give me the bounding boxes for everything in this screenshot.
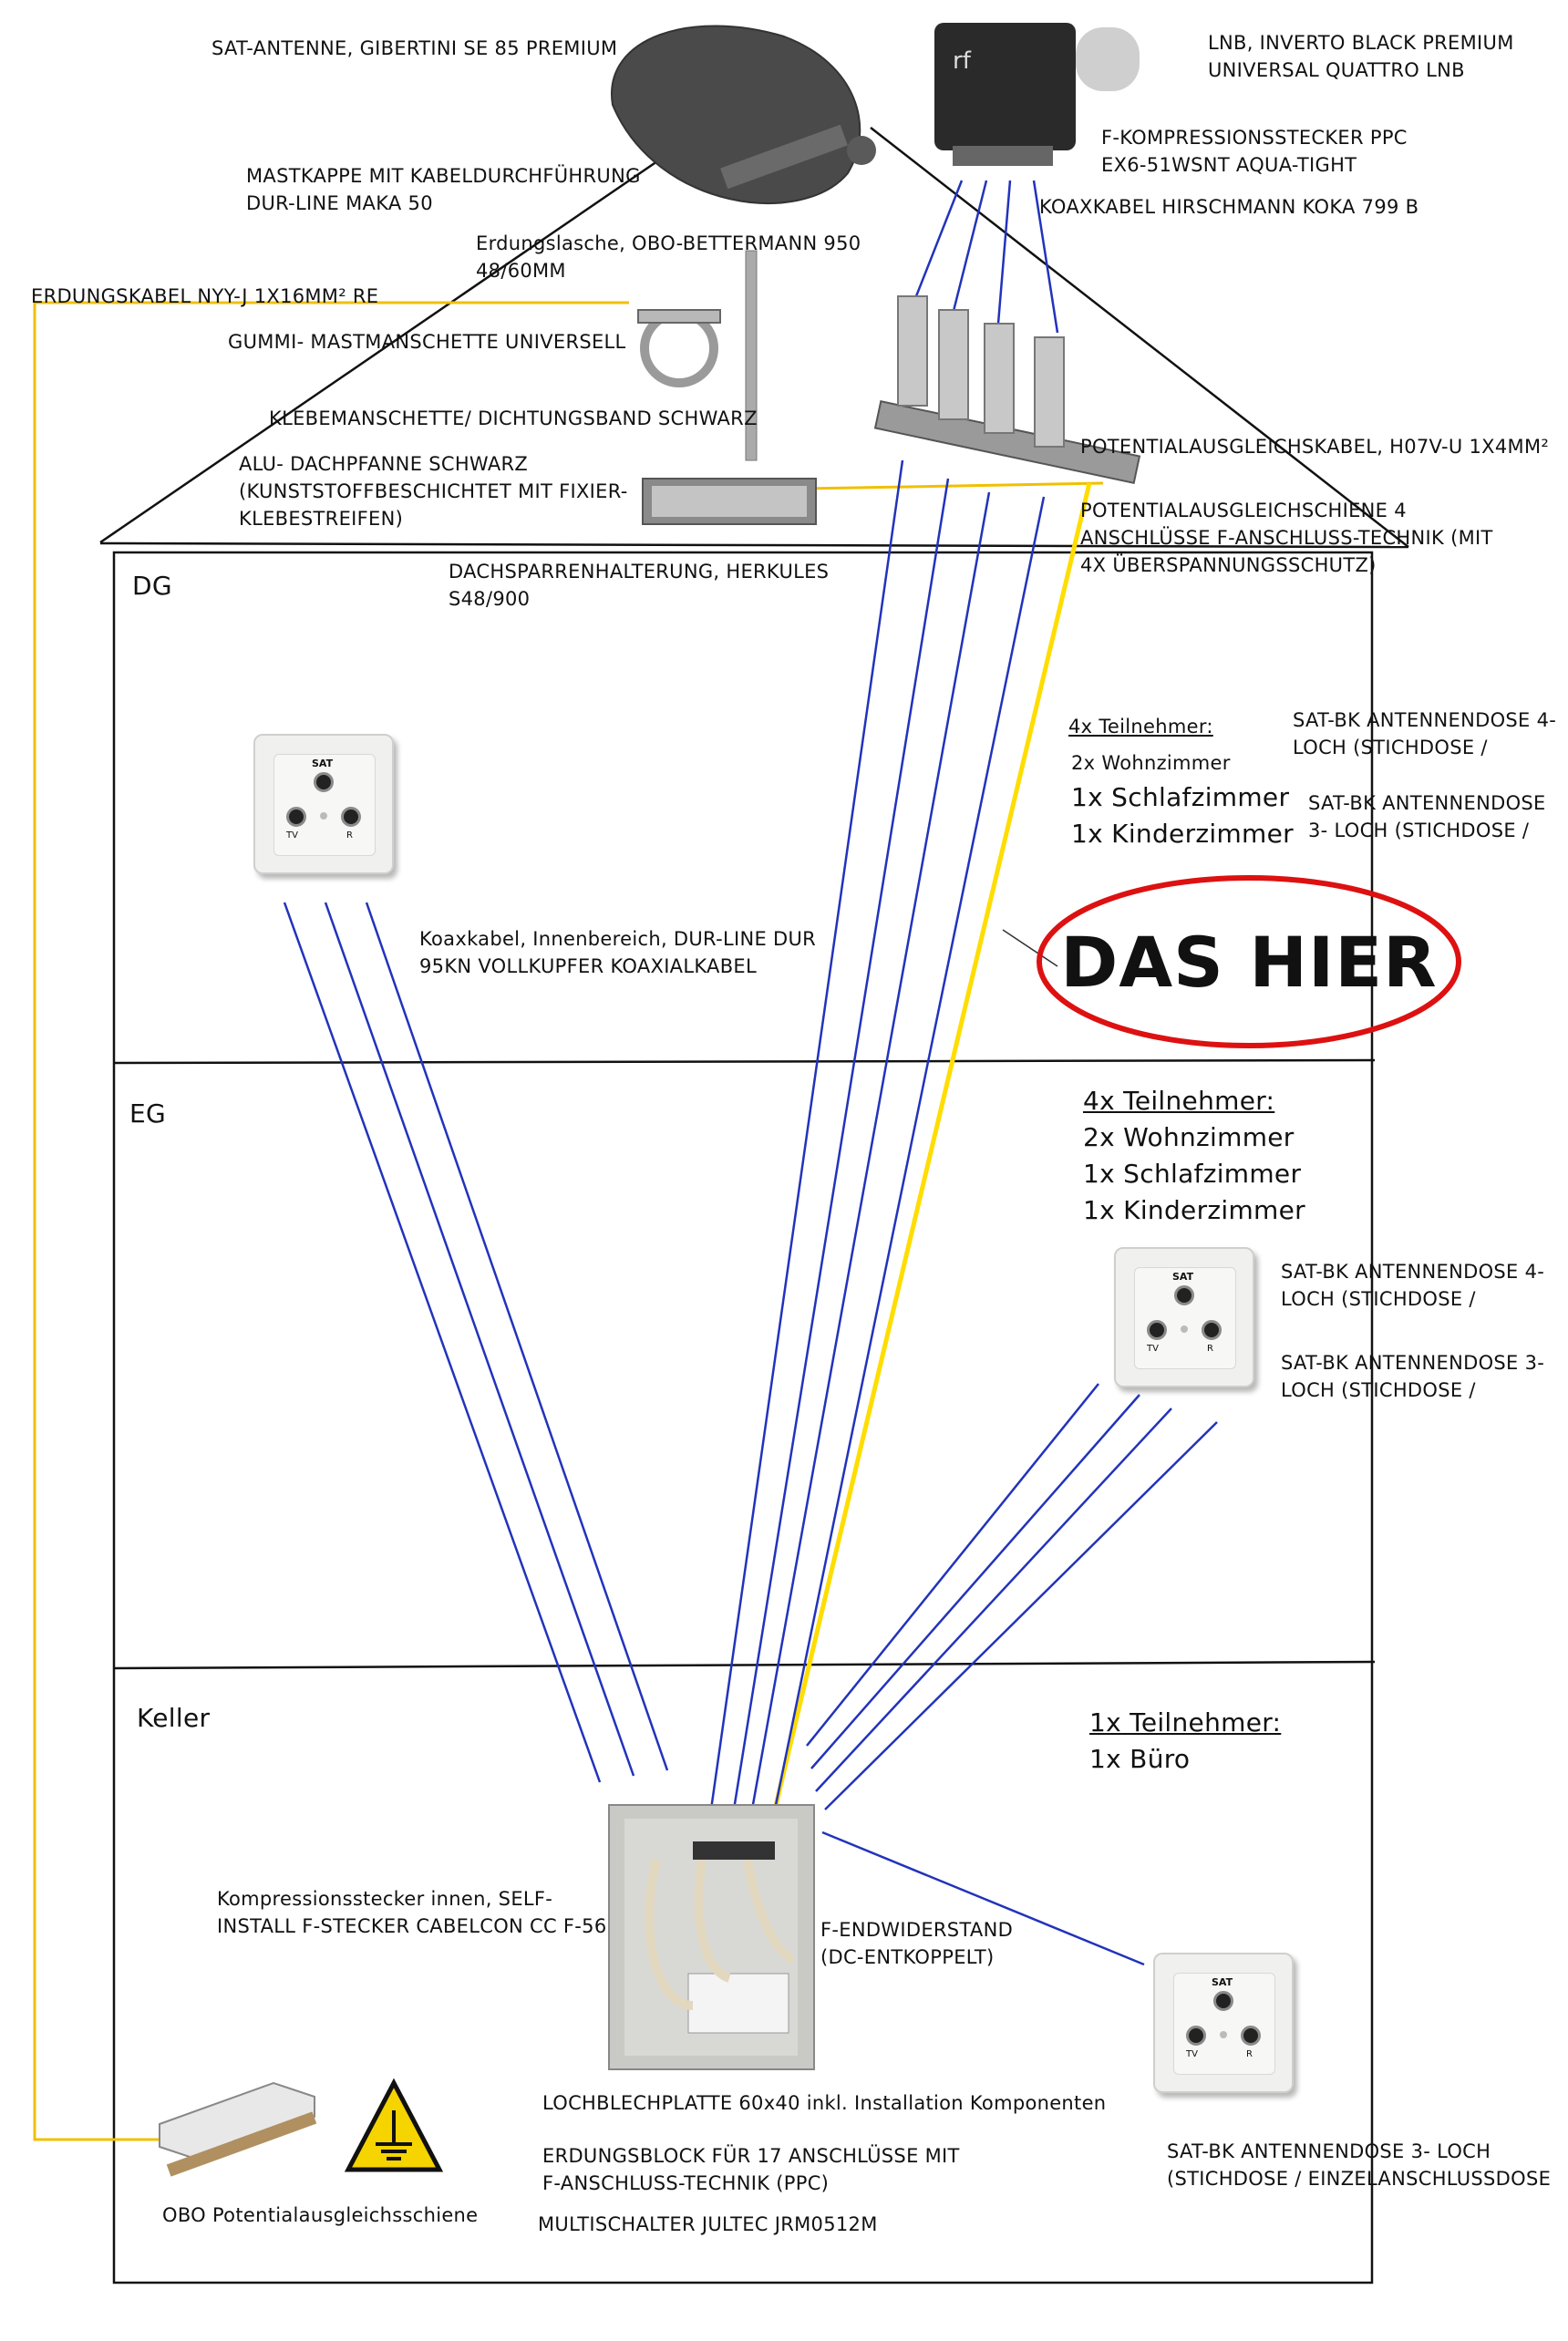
socket-r-label: R [1207, 1344, 1213, 1354]
label-gummi: GUMMI- MASTMANSCHETTE UNIVERSELL [228, 331, 626, 353]
svg-text:rf: rf [953, 47, 972, 75]
dg-label-sat-bk-4: SAT-BK ANTENNENDOSE 4- LOCH (STICHDOSE / [1293, 709, 1557, 758]
surge-protection-rail-icon [873, 295, 1141, 485]
roof-right-line [870, 127, 1409, 548]
ground-cable-main [33, 301, 629, 2141]
dg-label-sat-bk-3: SAT-BK ANTENNENDOSE 3- LOCH (STICHDOSE / [1308, 792, 1546, 841]
dg-participants-line1: 2x Wohnzimmer [1071, 752, 1231, 774]
floor-label-dg: DG [132, 571, 172, 601]
label-f-kompression: F-KOMPRESSIONSSTECKER PPC EX6-51WSNT AQU… [1101, 127, 1408, 176]
label-obo-schiene: OBO Potentialausgleichsschiene [162, 2204, 479, 2226]
keller-participants-line1: 1x Büro [1089, 1744, 1191, 1774]
label-lochblechplatte: LOCHBLECHPLATTE 60x40 inkl. Installation… [542, 2092, 1107, 2114]
eg-antenna-socket: SAT TV R [1114, 1247, 1254, 1387]
keller-participants-heading: 1x Teilnehmer: [1089, 1707, 1282, 1738]
riser-cables [709, 459, 1046, 1810]
potential-cable-roof [806, 481, 1104, 490]
satellite-dish-icon [611, 25, 876, 204]
floor-divider-eg-keller [113, 1660, 1376, 1670]
label-klebemanschette: KLEBEMANSCHETTE/ DICHTUNGSBAND SCHWARZ [269, 407, 758, 429]
roof-left-line [99, 126, 707, 544]
keller-label-sat-bk: SAT-BK ANTENNENDOSE 3- LOCH (STICHDOSE /… [1167, 2140, 1552, 2190]
floor-label-eg: EG [129, 1098, 166, 1129]
socket-sat-label: SAT [312, 758, 334, 769]
multiswitch-panel-icon [608, 1804, 815, 2070]
label-koax-innen: Koaxkabel, Innenbereich, DUR-LINE DUR 95… [419, 928, 817, 977]
label-multischalter: MULTISCHALTER JULTEC JRM0512M [538, 2213, 878, 2235]
dg-participants-line2: 1x Schlafzimmer [1071, 782, 1290, 812]
eg-outlet-cables [806, 1383, 1218, 1810]
label-mastkappe: MASTKAPPE MIT KABELDURCHFÜHRUNG DUR-LINE… [246, 165, 641, 214]
eg-participants-line3: 1x Kinderzimmer [1083, 1195, 1305, 1225]
socket-tv-label: TV [286, 830, 298, 840]
callout-connector [1002, 929, 1058, 967]
socket-r-label: R [1246, 2049, 1253, 2059]
dg-antenna-socket: SAT TV R [253, 734, 394, 874]
socket-tv-label: TV [1147, 1344, 1159, 1354]
ground-cable-riser [760, 482, 1092, 1861]
dg-participants-line3: 1x Kinderzimmer [1071, 819, 1294, 849]
callout-das-hier: DAS HIER [1060, 921, 1438, 1003]
roof-base-line [99, 541, 1409, 549]
callout-ellipse [1037, 875, 1461, 1048]
warning-sign-icon [344, 2078, 444, 2172]
label-sat-antenne: SAT-ANTENNE, GIBERTINI SE 85 PREMIUM [211, 37, 618, 59]
label-alu-dachpfanne: ALU- DACHPFANNE SCHWARZ (KUNSTSTOFFBESCH… [239, 453, 628, 530]
dg-outlet-cables [283, 902, 669, 1783]
eg-participants-line1: 2x Wohnzimmer [1083, 1122, 1295, 1152]
label-f-endwiderstand: F-ENDWIDERSTAND (DC-ENTKOPPELT) [820, 1919, 1014, 1968]
keller-outlet-cable [821, 1831, 1145, 1966]
label-potentialausgleichskabel: POTENTIALAUSGLEICHSKABEL, H07V-U 1X4MM² [1080, 436, 1550, 458]
mast-icon [745, 250, 758, 461]
label-koax-hirschmann: KOAXKABEL HIRSCHMANN KOKA 799 B [1039, 196, 1419, 218]
label-lnb: LNB, INVERTO BLACK PREMIUM UNIVERSAL QUA… [1208, 32, 1514, 81]
floor-label-keller: Keller [137, 1703, 211, 1733]
label-erdungslasche: Erdungslasche, OBO-BETTERMANN 950 48/60M… [476, 232, 861, 282]
dg-participants-heading: 4x Teilnehmer: [1068, 716, 1213, 737]
socket-sat-label: SAT [1212, 1976, 1233, 1988]
eg-participants-heading: 4x Teilnehmer: [1083, 1086, 1275, 1116]
house-frame [112, 551, 1374, 2284]
floor-divider-dg-eg [113, 1058, 1376, 1065]
eg-label-sat-bk-4: SAT-BK ANTENNENDOSE 4- LOCH (STICHDOSE / [1281, 1261, 1545, 1310]
lnb-to-rail-cables [914, 180, 1059, 334]
label-kompressionsstecker-innen: Kompressionsstecker innen, SELF- INSTALL… [217, 1888, 607, 1937]
mast-clamp-icon [637, 309, 721, 387]
roof-plate-icon [642, 478, 817, 525]
socket-tv-label: TV [1186, 2049, 1198, 2059]
keller-antenna-socket: SAT TV R [1153, 1953, 1294, 2093]
socket-sat-label: SAT [1172, 1271, 1194, 1283]
label-potentialausgleichschiene: POTENTIALAUSGLEICHSCHIENE 4 ANSCHLÜSSE F… [1080, 500, 1493, 576]
obo-rail-icon [159, 2081, 317, 2177]
label-erdungskabel: ERDUNGSKABEL NYY-J 1X16MM² RE [31, 285, 379, 307]
eg-label-sat-bk-3: SAT-BK ANTENNENDOSE 3- LOCH (STICHDOSE / [1281, 1352, 1545, 1401]
eg-participants-line2: 1x Schlafzimmer [1083, 1159, 1302, 1189]
label-dachsparren: DACHSPARRENHALTERUNG, HERKULES S48/900 [449, 561, 830, 610]
label-erdungsblock: ERDUNGSBLOCK FÜR 17 ANSCHLÜSSE MIT F-ANS… [542, 2145, 960, 2194]
lnb-icon: rf [934, 23, 1140, 166]
socket-r-label: R [346, 830, 353, 840]
